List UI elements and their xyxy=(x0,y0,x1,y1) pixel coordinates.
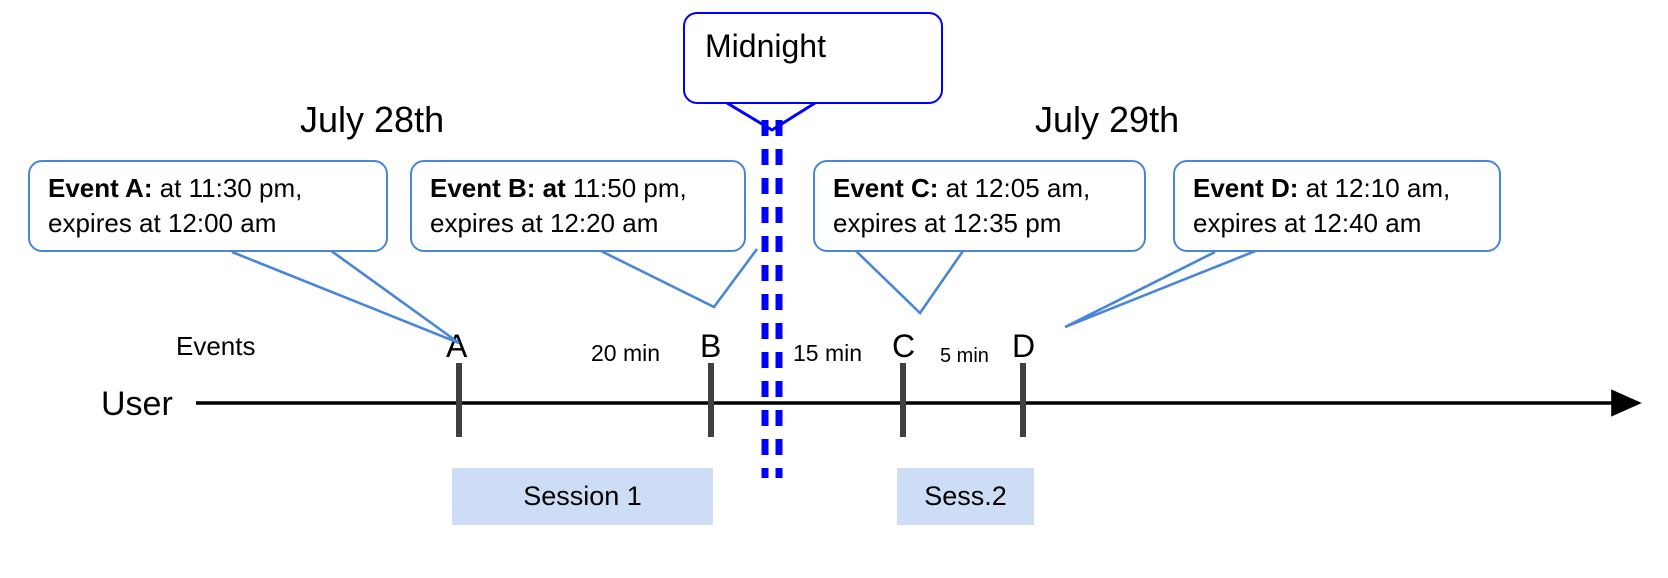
axis-user-label: User xyxy=(101,385,173,423)
callout-event-b-bold: Event B: at xyxy=(430,173,566,203)
callout-event-a-line2: expires at 12:00 am xyxy=(48,207,277,238)
date-label-right: July 29th xyxy=(1035,99,1180,140)
callout-event-d-rest: at 12:10 am, xyxy=(1298,173,1451,203)
callout-event-c-bold: Event C: xyxy=(833,173,939,203)
session-box-1: Session 1 xyxy=(452,468,713,525)
session-box-2: Sess.2 xyxy=(897,468,1034,525)
session-box-2-label: Sess.2 xyxy=(924,481,1007,511)
callout-event-b-line1: Event B: at 11:50 pm, xyxy=(430,171,730,206)
callout-event-b-line2: expires at 12:20 am xyxy=(430,207,659,238)
interval-label-a-b: 20 min xyxy=(591,340,661,366)
callout-event-d-line2: expires at 12:40 am xyxy=(1193,207,1422,238)
interval-label-c-d: 5 min xyxy=(940,345,989,367)
callout-event-c: Event C: at 12:05 am, expires at 12:35 p… xyxy=(813,160,1146,252)
midnight-callout-tail xyxy=(726,101,816,132)
session-box-1-label: Session 1 xyxy=(523,481,642,511)
event-letter-d: D xyxy=(1012,328,1036,364)
pointer-event-a xyxy=(231,248,460,345)
callout-event-d-line1: Event D: at 12:10 am, xyxy=(1193,171,1485,206)
midnight-callout: Midnight xyxy=(683,12,943,104)
pointer-event-c xyxy=(854,249,965,315)
axis-events-label: Events xyxy=(176,331,256,361)
interval-label-b-c: 15 min xyxy=(793,340,863,366)
callout-event-d: Event D: at 12:10 am, expires at 12:40 a… xyxy=(1173,160,1501,252)
callout-event-d-bold: Event D: xyxy=(1193,173,1299,203)
callout-event-c-line1: Event C: at 12:05 am, xyxy=(833,171,1130,206)
callout-event-a-rest: at 11:30 pm, xyxy=(152,173,303,203)
event-letter-a: A xyxy=(446,328,468,364)
callout-event-b: Event B: at 11:50 pm, expires at 12:20 a… xyxy=(410,160,746,252)
event-letter-b: B xyxy=(700,328,722,364)
pointer-event-b xyxy=(600,248,759,309)
callout-event-a-line1: Event A: at 11:30 pm, xyxy=(48,171,372,206)
callout-event-c-rest: at 12:05 am, xyxy=(938,173,1091,203)
date-label-left: July 28th xyxy=(300,99,445,140)
midnight-label: Midnight xyxy=(705,28,826,64)
callout-event-a-bold: Event A: xyxy=(48,173,153,203)
callout-event-a: Event A: at 11:30 pm, expires at 12:00 a… xyxy=(28,160,388,252)
callout-event-c-line2: expires at 12:35 pm xyxy=(833,207,1062,238)
event-letter-c: C xyxy=(892,328,916,364)
pointer-event-d xyxy=(1064,248,1259,329)
callout-event-b-rest: 11:50 pm, xyxy=(565,173,687,203)
